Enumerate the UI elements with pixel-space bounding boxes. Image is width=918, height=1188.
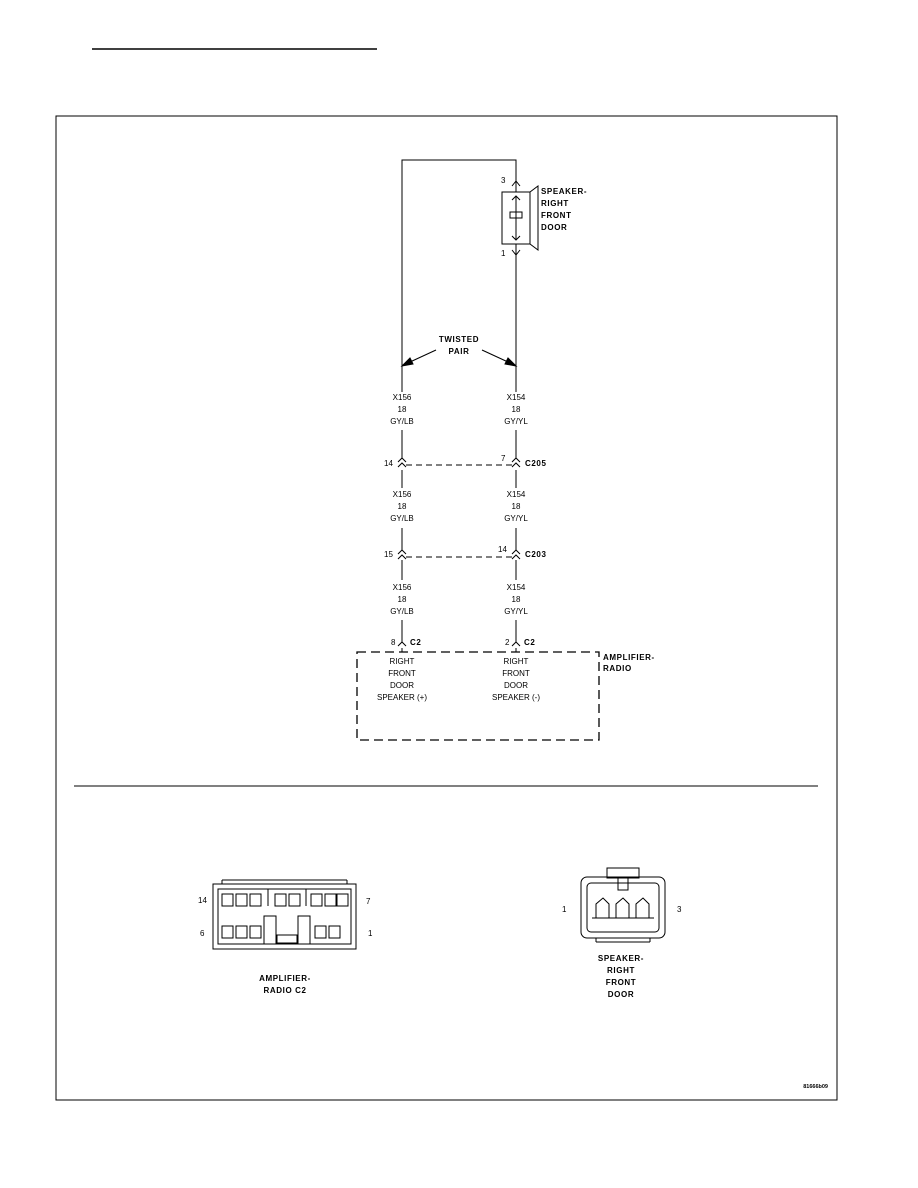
wire-left-color-2: GY/LB bbox=[390, 514, 414, 523]
amp-pin-left: 8 bbox=[391, 638, 396, 647]
wire-right-circuit-2: X154 bbox=[507, 490, 526, 499]
wire-right-gauge-2: 18 bbox=[512, 502, 521, 511]
amp-left-func-2: FRONT bbox=[388, 669, 416, 678]
amp-right-func-1: RIGHT bbox=[504, 657, 529, 666]
wire-left-circuit-1: X156 bbox=[393, 393, 412, 402]
speaker-conn-label-4: DOOR bbox=[608, 990, 634, 999]
wire-right-color-1: GY/YL bbox=[504, 417, 528, 426]
speaker-name-line-2: RIGHT bbox=[541, 199, 569, 208]
amp-connector-right: C2 bbox=[524, 638, 535, 647]
speaker-conn-label-3: FRONT bbox=[606, 978, 637, 987]
figure-id: 81666b09 bbox=[803, 1084, 828, 1090]
wire-left bbox=[401, 159, 517, 652]
twisted-pair-line-1: TWISTED bbox=[439, 335, 479, 344]
wire-left-color-3: GY/LB bbox=[390, 607, 414, 616]
amp-c2-label-line-2: RADIO C2 bbox=[263, 986, 306, 995]
twisted-pair-arrows bbox=[400, 349, 518, 367]
amp-left-func-1: RIGHT bbox=[390, 657, 415, 666]
amp-left-func-4: SPEAKER (+) bbox=[377, 693, 427, 702]
c205-pin-right: 7 bbox=[501, 454, 506, 463]
amp-right-func-2: FRONT bbox=[502, 669, 530, 678]
amp-c2-connector-face bbox=[212, 879, 357, 950]
amplifier-c2-terminals bbox=[397, 641, 521, 647]
speaker-conn-label-2: RIGHT bbox=[607, 966, 635, 975]
speaker-conn-pin-right: 3 bbox=[677, 905, 682, 914]
amp-name-line-1: AMPLIFIER- bbox=[603, 653, 655, 662]
amp-c2-pin-top-right: 7 bbox=[366, 897, 371, 906]
amp-name-line-2: RADIO bbox=[603, 664, 632, 673]
wire-left-circuit-3: X156 bbox=[393, 583, 412, 592]
c203-pin-left: 15 bbox=[384, 550, 393, 559]
amplifier-box bbox=[356, 651, 600, 741]
amp-c2-pin-top-left: 14 bbox=[198, 896, 207, 905]
c203-pin-right: 14 bbox=[498, 545, 507, 554]
amp-left-func-3: DOOR bbox=[390, 681, 414, 690]
speaker-connector-face bbox=[580, 867, 666, 943]
wire-left-gauge-2: 18 bbox=[398, 502, 407, 511]
amp-right-func-4: SPEAKER (-) bbox=[492, 693, 540, 702]
diagram-frame bbox=[55, 115, 838, 1101]
amp-connector-left: C2 bbox=[410, 638, 421, 647]
connector-c205 bbox=[397, 457, 521, 468]
speaker-symbol bbox=[501, 176, 539, 256]
c203-name: C203 bbox=[525, 550, 547, 559]
connector-c203 bbox=[397, 549, 521, 560]
wire-left-color-1: GY/LB bbox=[390, 417, 414, 426]
c205-pin-left: 14 bbox=[384, 459, 393, 468]
speaker-pin-bottom: 1 bbox=[501, 249, 506, 258]
wire-right-gauge-1: 18 bbox=[512, 405, 521, 414]
amp-c2-pin-bottom-left: 6 bbox=[200, 929, 205, 938]
speaker-conn-label-1: SPEAKER- bbox=[598, 954, 644, 963]
speaker-conn-pin-left: 1 bbox=[562, 905, 567, 914]
speaker-pin-top: 3 bbox=[501, 176, 506, 185]
wire-left-circuit-2: X156 bbox=[393, 490, 412, 499]
wire-right-color-2: GY/YL bbox=[504, 514, 528, 523]
c205-name: C205 bbox=[525, 459, 547, 468]
speaker-name-line-3: FRONT bbox=[541, 211, 572, 220]
wire-right-gauge-3: 18 bbox=[512, 595, 521, 604]
wire-right-circuit-3: X154 bbox=[507, 583, 526, 592]
wire-left-gauge-1: 18 bbox=[398, 405, 407, 414]
wire-right-color-3: GY/YL bbox=[504, 607, 528, 616]
amp-right-func-3: DOOR bbox=[504, 681, 528, 690]
wire-left-gauge-3: 18 bbox=[398, 595, 407, 604]
amp-c2-label-line-1: AMPLIFIER- bbox=[259, 974, 311, 983]
amp-c2-pin-bottom-right: 1 bbox=[368, 929, 373, 938]
amp-pin-right: 2 bbox=[505, 638, 510, 647]
speaker-name-line-4: DOOR bbox=[541, 223, 567, 232]
twisted-pair-line-2: PAIR bbox=[449, 347, 470, 356]
wire-right-circuit-1: X154 bbox=[507, 393, 526, 402]
speaker-name-line-1: SPEAKER- bbox=[541, 187, 587, 196]
